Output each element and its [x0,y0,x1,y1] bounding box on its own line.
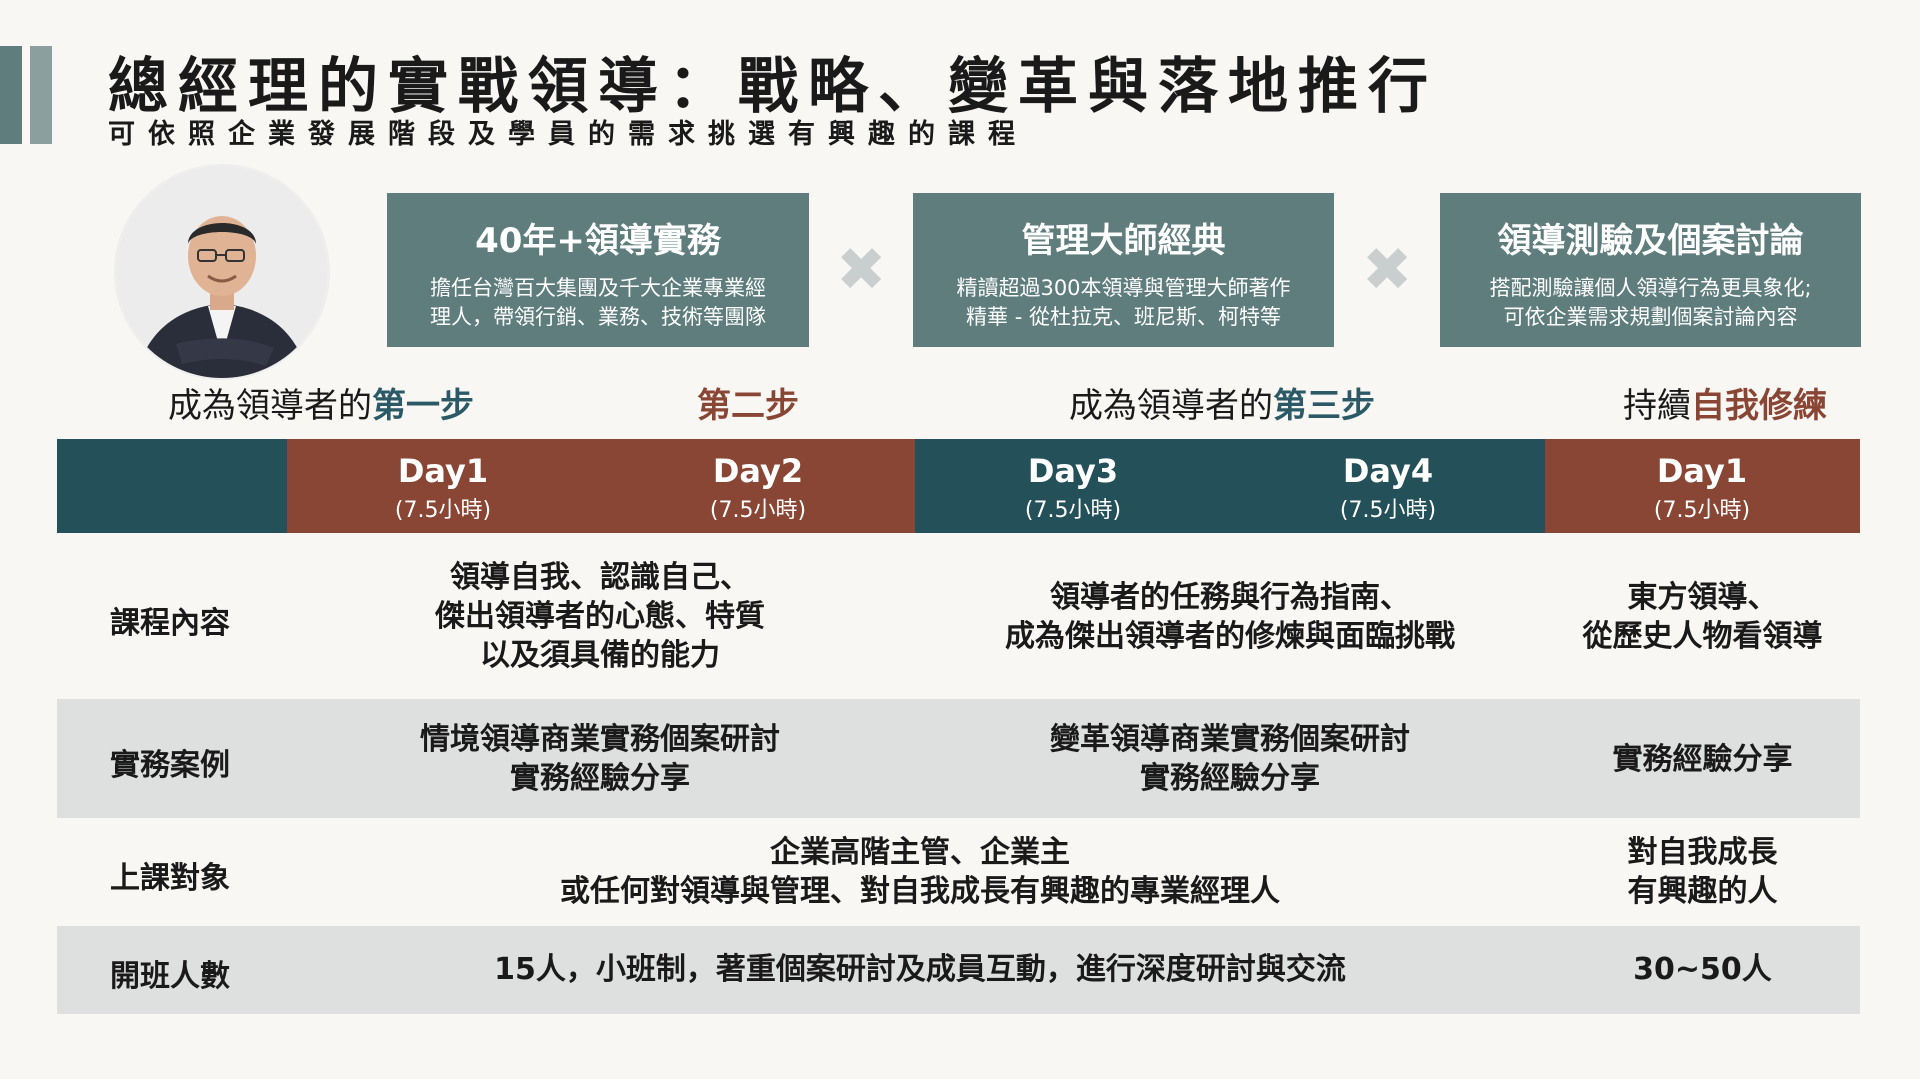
size-extra-day: 30~50人 [1633,952,1772,987]
cases-extra-day: 實務經驗分享 [1545,740,1860,779]
step-one-label: 成為領導者的第一步 [168,378,474,427]
cell-line: 有興趣的人 [1627,874,1778,909]
step-prefix: 成為領導者的 [168,386,372,426]
feature-title: 管理大師經典 [1021,221,1226,261]
day-name: Day2 [712,452,804,490]
feature-box-experience: 40年+領導實務 擔任台灣百大集團及千大企業專業經 理人，帶領行銷、業務、技術等… [387,193,809,347]
feature-desc-line: 精華 - 從杜拉克、班尼斯、柯特等 [966,305,1281,329]
accent-bar-light [30,46,52,144]
cell-line: 成為傑出領導者的修煉與面臨挑戰 [1005,619,1455,654]
audience-extra-day: 對自我成長 有興趣的人 [1545,833,1860,911]
instructor-photo [116,166,328,378]
step-prefix: 持續 [1623,386,1691,426]
cell-line: 實務經驗分享 [1140,761,1320,796]
step-prefix: 成為領導者的 [1069,386,1273,426]
feature-desc: 精讀超過300本領導與管理大師著作 精華 - 從杜拉克、班尼斯、柯特等 [913,274,1334,332]
day-hours: (7.5小時) [709,498,807,523]
cell-line: 變革領導商業實務個案研討 [1050,722,1410,757]
cross-icon: ✖ [836,235,887,305]
audience-days-1-4: 企業高階主管、企業主 或任何對領導與管理、對自我成長有興趣的專業經理人 [420,833,1420,911]
content-days-1-2: 領導自我、認識自己、 傑出領導者的心態、特質 以及須具備的能力 [300,558,900,675]
cell-line: 傑出領導者的心態、特質 [435,599,765,634]
avatar [116,166,328,378]
feature-title: 40年+領導實務 [475,221,721,261]
accent-bar-dark [0,46,22,144]
cell-line: 實務經驗分享 [510,761,690,796]
step-highlight: 第一步 [372,386,474,426]
day-hours: (7.5小時) [1024,498,1122,523]
day-name: Day1 [397,452,489,490]
row-label-size: 開班人數 [110,959,230,994]
step-highlight: 自我修練 [1691,386,1827,426]
day-hours: (7.5小時) [1339,498,1437,523]
day-header: Day1 (7.5小時) [343,452,543,524]
feature-box-classics: 管理大師經典 精讀超過300本領導與管理大師著作 精華 - 從杜拉克、班尼斯、柯… [913,193,1334,347]
row-label-audience: 上課對象 [110,861,230,896]
day-header: Day4 (7.5小時) [1288,452,1488,524]
day-header: Day1 (7.5小時) [1602,452,1802,524]
day-header: Day2 (7.5小時) [658,452,858,524]
day-name: Day1 [1656,452,1748,490]
feature-desc: 搭配測驗讓個人領導行為更具象化; 可依企業需求規劃個案討論內容 [1440,274,1861,332]
cell-line: 以及須具備的能力 [480,638,720,673]
cell-line: 從歷史人物看領導 [1582,619,1823,654]
day-header: Day3 (7.5小時) [973,452,1173,524]
step-highlight: 第二步 [697,386,799,426]
cases-days-1-2: 情境領導商業實務個案研討 實務經驗分享 [300,720,900,798]
feature-desc-line: 精讀超過300本領導與管理大師著作 [956,276,1291,300]
feature-desc-line: 可依企業需求規劃個案討論內容 [1503,305,1798,329]
feature-desc-line: 擔任台灣百大集團及千大企業專業經 [430,276,766,300]
header-blank-cell [57,439,287,533]
content-extra-day: 東方領導、 從歷史人物看領導 [1545,578,1860,656]
content-days-3-4: 領導者的任務與行為指南、 成為傑出領導者的修煉與面臨挑戰 [930,578,1530,656]
step-highlight: 第三步 [1273,386,1375,426]
cases-days-3-4: 變革領導商業實務個案研討 實務經驗分享 [930,720,1530,798]
cell-line: 領導自我、認識自己、 [450,560,750,595]
cell-line: 東方領導、 [1627,580,1778,615]
page-subtitle: 可依照企業發展階段及學員的需求挑選有興趣的課程 [108,119,1028,150]
cell-line: 情境領導商業實務個案研討 [420,722,780,757]
feature-desc: 擔任台灣百大集團及千大企業專業經 理人，帶領行銷、業務、技術等團隊 [387,274,809,332]
step-four-label: 持續自我修練 [1623,378,1827,427]
day-name: Day3 [1027,452,1119,490]
feature-desc-line: 搭配測驗讓個人領導行為更具象化; [1489,276,1812,300]
header-band-days-1-2 [287,439,915,533]
step-three-label: 成為領導者的第三步 [1069,378,1375,427]
feature-box-assessment: 領導測驗及個案討論 搭配測驗讓個人領導行為更具象化; 可依企業需求規劃個案討論內… [1440,193,1861,347]
row-label-content: 課程內容 [110,606,230,641]
day-hours: (7.5小時) [394,498,492,523]
cell-line: 實務經驗分享 [1612,742,1793,777]
day-name: Day4 [1342,452,1434,490]
header-band-extra-day [1545,439,1860,533]
day-hours: (7.5小時) [1653,498,1751,523]
cross-icon: ✖ [1362,235,1413,305]
page-title: 總經理的實戰領導：戰略、變革與落地推行 [108,52,1438,122]
header-band-days-3-4 [915,439,1545,533]
table-row-cases-bg [57,699,1860,818]
feature-desc-line: 理人，帶領行銷、業務、技術等團隊 [430,305,766,329]
table-row-size-bg [57,926,1860,1014]
step-two-label: 第二步 [697,378,799,427]
cell-line: 對自我成長 [1627,835,1778,870]
size-days-1-4: 15人，小班制，著重個案研討及成員互動，進行深度研討與交流 [494,952,1346,987]
row-label-cases: 實務案例 [110,748,230,783]
cell-line: 或任何對領導與管理、對自我成長有興趣的專業經理人 [560,874,1280,909]
cell-line: 企業高階主管、企業主 [770,835,1070,870]
feature-title: 領導測驗及個案討論 [1497,221,1804,261]
cell-line: 領導者的任務與行為指南、 [1050,580,1410,615]
